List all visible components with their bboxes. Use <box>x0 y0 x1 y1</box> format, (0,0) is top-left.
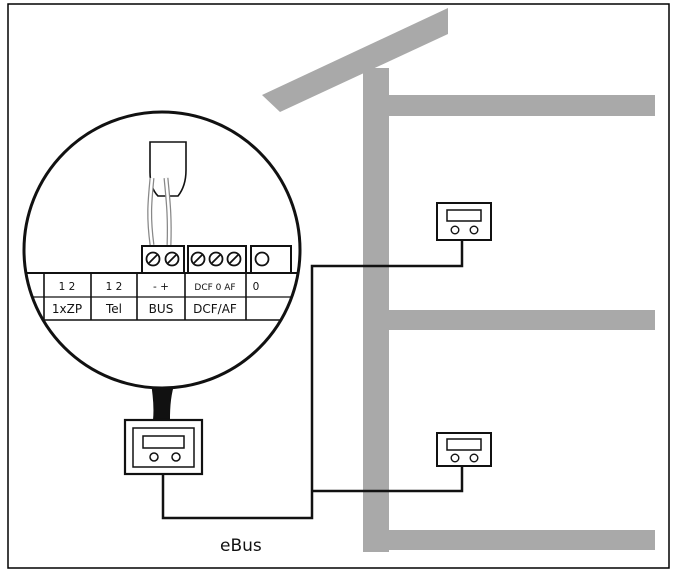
terminal-block-partial <box>250 245 292 274</box>
middle-floor <box>389 310 655 330</box>
terminal-pins-tel: 1 2 <box>106 281 123 293</box>
terminal-pins-dcf: DCF 0 AF <box>194 283 235 293</box>
ebus-label: eBus <box>220 536 262 556</box>
terminal-name-bus: BUS <box>149 302 174 316</box>
terminal-name-1xzp: 1xZP <box>52 302 82 316</box>
terminal-screw-icon <box>145 251 180 267</box>
lower-floor <box>389 530 655 550</box>
terminal-pins-extra: 0 <box>253 281 260 293</box>
terminal-pins-bus: - + <box>153 281 169 293</box>
terminal-name-dcf: DCF/AF <box>193 302 237 316</box>
terminal-block-dcf <box>187 245 247 274</box>
bus-cable-main <box>161 240 464 520</box>
terminal-block-bus <box>141 245 185 274</box>
terminal-name-tel: Tel <box>105 302 122 316</box>
controller-icon <box>123 418 204 476</box>
bus-cable-branch <box>312 466 464 493</box>
terminal-zoom-view: 1 2 1xZP 1 2 Tel - + BUS DCF 0 AF DCF/AF… <box>22 110 302 390</box>
room-thermostat-icon <box>436 202 492 241</box>
cable-icon <box>147 141 187 246</box>
room-thermostat-icon <box>436 432 492 467</box>
terminal-pins-1xzp: 1 2 <box>59 281 76 293</box>
upper-floor <box>389 95 655 116</box>
roof-line <box>262 8 448 112</box>
zoom-circle <box>22 110 302 390</box>
building-wall <box>363 68 389 552</box>
ebus-wiring <box>161 240 464 520</box>
building-outline <box>262 8 655 552</box>
